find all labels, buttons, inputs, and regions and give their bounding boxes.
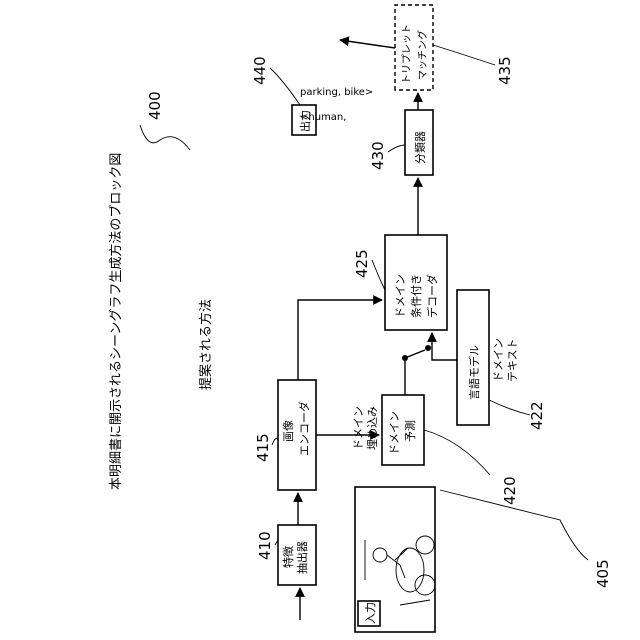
arrow-matching-to-output — [340, 40, 395, 48]
leader-435 — [433, 45, 495, 65]
output-value-2: parking, bike> — [300, 87, 373, 98]
switch-line-predictor — [405, 350, 425, 395]
conditional-decoder-label-1: ドメイン — [394, 274, 407, 318]
ref-405: 405 — [594, 559, 612, 588]
arrow-language-to-decoder — [432, 333, 457, 360]
output-value-1: <human, — [300, 112, 346, 123]
conditional-decoder-label-2: 条件付き — [409, 274, 423, 318]
domain-predictor-label-1: ドメイン — [388, 411, 401, 455]
ref-440: 440 — [251, 56, 269, 85]
ref-435: 435 — [496, 56, 514, 85]
arrow-encoder-to-decoder — [298, 300, 382, 380]
domain-predictor-label-2: 予測 — [403, 420, 417, 442]
leader-422 — [489, 400, 530, 415]
input-image-block: 入力 — [355, 487, 435, 632]
input-label: 入力 — [364, 602, 377, 624]
leader-425 — [372, 260, 385, 290]
figure-caption: 本明細書に開示されるシーングラフ生成方法のブロック図 — [108, 153, 124, 490]
triplet-matching-label-2: マッチング — [416, 30, 429, 80]
rotated-figure: 本明細書に開示されるシーングラフ生成方法のブロック図 400 提案される方法 入… — [108, 5, 612, 632]
leader-430 — [388, 145, 405, 152]
ref-420: 420 — [501, 476, 519, 505]
leader-415 — [272, 438, 278, 445]
domain-embedding-label-2: 埋め込み — [366, 406, 379, 450]
switch-node-1 — [402, 355, 408, 361]
figure-number-leader — [140, 125, 190, 150]
image-encoder-label-2: エンコーダ — [297, 401, 311, 456]
switch-node-2 — [425, 345, 431, 351]
conditional-decoder-label-3: デコーダ — [425, 274, 439, 318]
ref-430: 430 — [369, 141, 387, 170]
ref-415: 415 — [254, 433, 272, 462]
feature-extractor-label-1: 特徴 — [281, 546, 295, 568]
ref-422: 422 — [528, 401, 546, 430]
figure-number: 400 — [146, 91, 164, 120]
method-label: 提案される方法 — [198, 299, 214, 390]
image-encoder-label-1: 画像 — [282, 420, 295, 442]
feature-extractor-label-2: 抽出器 — [295, 541, 309, 574]
triplet-matching-label-1: トリプレット — [401, 24, 413, 84]
domain-text-label-1: ドメイン — [492, 338, 505, 382]
leader-440 — [270, 68, 300, 105]
ref-425: 425 — [353, 249, 371, 278]
leader-420 — [424, 430, 490, 475]
domain-embedding-label-1: ドメイン — [352, 406, 365, 450]
classifier-label: 分類器 — [414, 131, 427, 164]
domain-text-label-2: テキスト — [506, 338, 519, 382]
language-model-label: 言語モデル — [467, 345, 481, 400]
ref-410: 410 — [256, 531, 274, 560]
